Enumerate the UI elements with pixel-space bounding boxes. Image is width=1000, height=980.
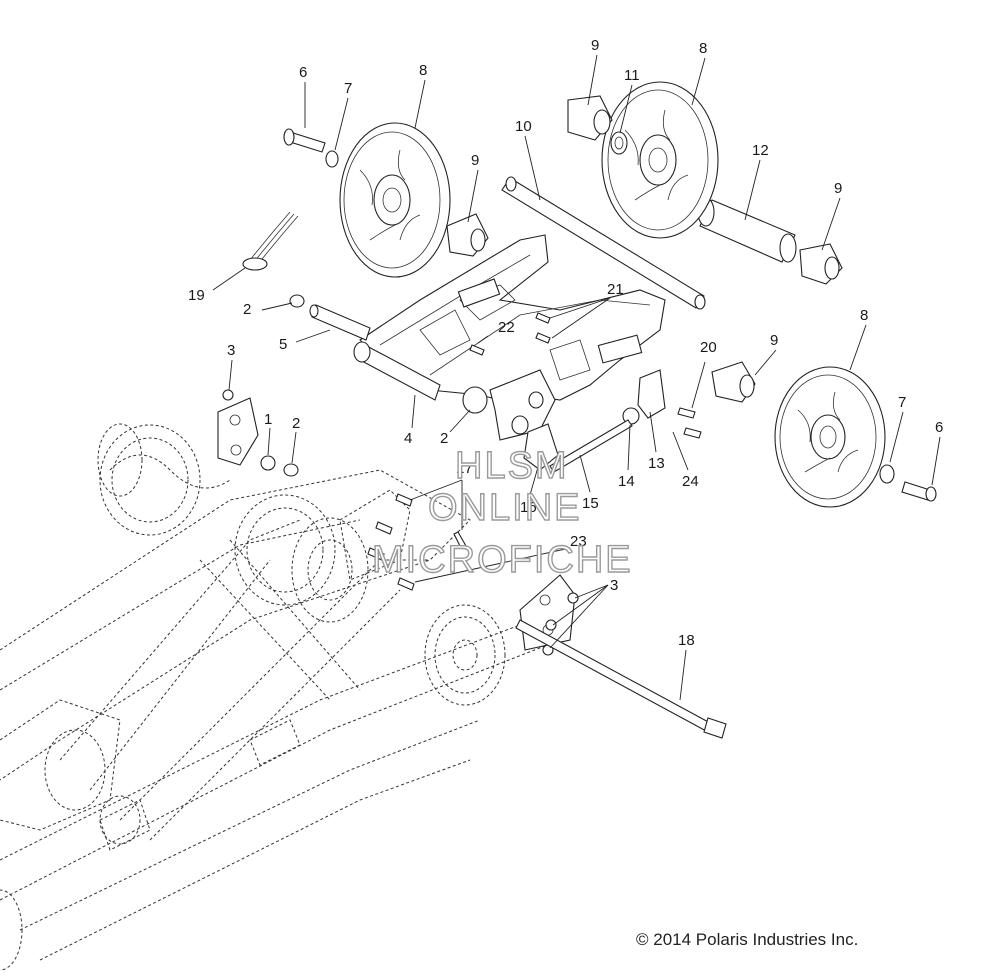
wheel-cap-3 — [799, 243, 843, 285]
swing-arm — [353, 234, 666, 441]
washer — [610, 131, 628, 155]
spacer-tube — [697, 197, 797, 263]
idler-wheel-upper-left — [339, 122, 451, 278]
callout-9-top: 9 — [591, 37, 599, 54]
callout-24: 24 — [682, 473, 699, 490]
callout-21: 21 — [607, 281, 624, 298]
washer-2a — [289, 294, 305, 308]
callout-8-lower: 8 — [860, 307, 868, 324]
callout-7-lower: 7 — [898, 394, 906, 411]
callout-labels: 6 7 8 9 11 8 10 12 9 9 19 2 5 3 22 21 20… — [188, 37, 943, 649]
leader-lines — [212, 54, 941, 701]
bolt-lower — [901, 481, 937, 502]
bolt-upper — [283, 128, 326, 153]
callout-5: 5 — [279, 336, 287, 353]
nut-3c — [545, 619, 557, 631]
callout-19: 19 — [188, 287, 205, 304]
callout-8-upper-left: 8 — [419, 62, 427, 79]
callout-14: 14 — [618, 473, 635, 490]
watermark-line-3: MICROFICHE — [372, 539, 633, 581]
callout-9-center: 9 — [471, 152, 479, 169]
nut-3b — [567, 592, 579, 604]
idler-wheel-lower-right — [774, 366, 886, 508]
callout-9-right: 9 — [834, 180, 842, 197]
callout-3-right: 3 — [610, 577, 618, 594]
callout-9-lower: 9 — [770, 332, 778, 349]
copyright-notice: © 2014 Polaris Industries Inc. — [636, 930, 859, 949]
wheel-cap-4 — [711, 361, 756, 403]
callout-23: 23 — [570, 533, 587, 550]
rod-15 — [549, 419, 633, 473]
axle-tube — [501, 176, 706, 310]
watermark-line-2: ONLINE — [428, 487, 581, 529]
callout-15: 15 — [582, 495, 599, 512]
washer-upper — [325, 150, 339, 168]
nut-1 — [260, 455, 276, 471]
callout-20: 20 — [700, 339, 717, 356]
bracket-13 — [637, 369, 666, 419]
callout-13: 13 — [648, 455, 665, 472]
cable-ties — [242, 211, 299, 271]
nut-3a — [222, 389, 234, 401]
long-bolt — [515, 619, 727, 739]
wheel-cap-2 — [446, 213, 489, 257]
rear-suspension-frame — [0, 423, 561, 971]
washer-2b — [283, 463, 299, 477]
watermark-line-1: HLSM — [455, 445, 569, 487]
callout-16: 16 — [520, 499, 537, 516]
callout-18: 18 — [678, 632, 695, 649]
callout-8-upper-right: 8 — [699, 40, 707, 57]
callout-2-left: 2 — [292, 415, 300, 432]
callout-7-upper: 7 — [344, 80, 352, 97]
callout-10: 10 — [515, 118, 532, 135]
pivot-shaft — [309, 304, 371, 341]
washer-lower — [879, 464, 895, 484]
callout-1: 1 — [264, 411, 272, 428]
callout-6-upper: 6 — [299, 64, 307, 81]
bracket-left — [217, 397, 259, 466]
callout-4: 4 — [404, 430, 412, 447]
callout-17: 17 — [456, 460, 473, 477]
block-16 — [523, 423, 559, 471]
callout-2-center: 2 — [440, 430, 448, 447]
callout-12: 12 — [752, 142, 769, 159]
bolt-set — [367, 312, 702, 591]
callout-2-upper: 2 — [243, 301, 251, 318]
callout-22: 22 — [498, 319, 515, 336]
callout-6-lower: 6 — [935, 419, 943, 436]
wheel-cap-1 — [567, 95, 613, 141]
watermark: HLSM ONLINE MICROFICHE — [371, 444, 633, 581]
idler-wheel-upper-right — [601, 81, 719, 239]
callout-11: 11 — [624, 67, 640, 84]
callout-3-left: 3 — [227, 342, 235, 359]
